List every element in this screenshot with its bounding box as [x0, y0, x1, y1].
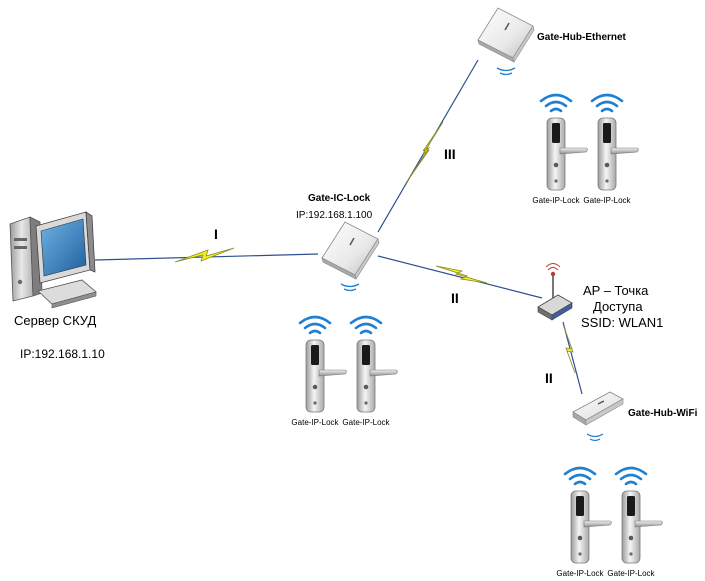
lock-label: Gate-IP-Lock: [607, 569, 655, 578]
link-label-ic-ethernet: III: [444, 146, 456, 162]
link-lines: [95, 60, 582, 394]
hub-ethernet-name: Gate-Hub-Ethernet: [537, 32, 627, 43]
lock-icon: [571, 491, 612, 563]
ap-label-line1: AP – Точка: [583, 283, 649, 298]
wifi-icon: [565, 468, 595, 484]
hub-ethernet-signal-icon: [497, 68, 515, 75]
wifi-icon: [351, 317, 381, 333]
hub-wifi-device: [573, 392, 623, 425]
lock-icon: [622, 491, 663, 563]
lock-label: Gate-IP-Lock: [291, 418, 339, 427]
lock-label: Gate-IP-Lock: [532, 196, 580, 205]
door-lock: Gate-IP-Lock: [342, 317, 397, 427]
lock-icon: [357, 340, 398, 412]
ic-lock-name: Gate-IC-Lock: [308, 193, 371, 204]
server-ip: IP:192.168.1.10: [20, 347, 105, 361]
lock-label: Gate-IP-Lock: [583, 196, 631, 205]
door-lock: Gate-IP-Lock: [583, 95, 638, 205]
door-lock: Gate-IP-Lock: [607, 468, 662, 578]
link-label-server-ic: I: [214, 226, 218, 242]
lock-icon: [547, 118, 588, 190]
computer-icon: [10, 212, 96, 308]
lightning-icon: [436, 266, 487, 283]
door-lock: Gate-IP-Lock: [532, 95, 587, 205]
hub-wifi-signal-icon: [587, 434, 603, 441]
lightning-icon: [175, 248, 234, 262]
door-lock: Gate-IP-Lock: [556, 468, 611, 578]
ap-label-line3: SSID: WLAN1: [581, 315, 663, 330]
link-label-ic-ap: II: [451, 290, 459, 306]
wifi-icon: [616, 468, 646, 484]
link-label-ap-wifi: II: [545, 370, 553, 386]
ic-lock-device: [322, 222, 379, 279]
lightning-icon: [406, 122, 443, 183]
ap-label-line2: Доступа: [593, 299, 643, 314]
lock-icon: [306, 340, 347, 412]
ic-lock-signal-icon: [341, 284, 359, 291]
wifi-icon: [592, 95, 622, 111]
server-computer: [10, 212, 96, 308]
ic-lock-ip: IP:192.168.1.100: [296, 210, 373, 221]
link-ic-ap: [378, 256, 542, 298]
wifi-icon: [300, 317, 330, 333]
door-lock: Gate-IP-Lock: [291, 317, 346, 427]
lock-label: Gate-IP-Lock: [556, 569, 604, 578]
lock-label: Gate-IP-Lock: [342, 418, 390, 427]
access-point-device: [538, 264, 572, 321]
server-name: Сервер СКУД: [14, 313, 96, 328]
wifi-icon: [541, 95, 571, 111]
hub-ethernet-device: [478, 8, 534, 62]
lock-icon: [598, 118, 639, 190]
hub-wifi-name: Gate-Hub-WiFi: [628, 408, 698, 419]
